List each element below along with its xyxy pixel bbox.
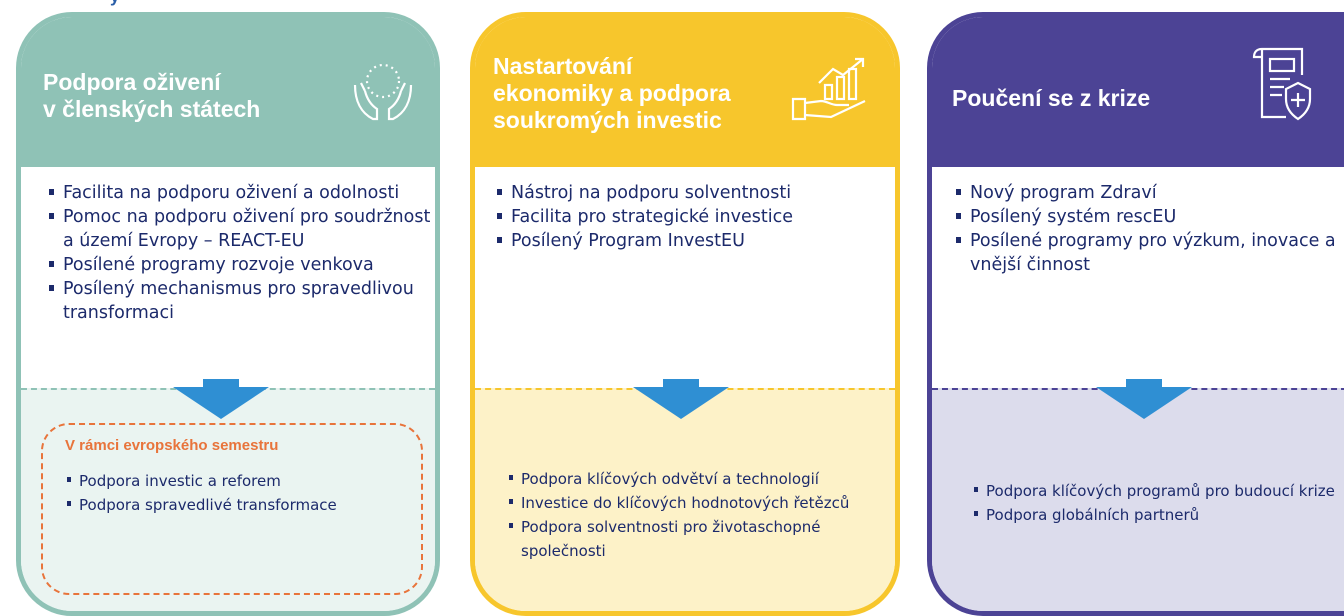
column-header: Podpora oživení v členských státech <box>21 17 435 167</box>
measures-list: Nový program Zdraví Posílený systém resc… <box>954 181 1344 277</box>
list-item: Podpora investic a reforem <box>65 469 415 493</box>
list-item: Podpora klíčových odvětví a technologií <box>507 467 887 491</box>
column-header: Poučení se z krize <box>932 17 1344 167</box>
list-item: Investice do klíčových hodnotových řetěz… <box>507 491 887 515</box>
support-list: Podpora klíčových programů pro budoucí k… <box>972 479 1342 527</box>
down-arrow-icon <box>633 379 729 419</box>
semester-box: V rámci evropského semestru Podpora inve… <box>41 423 423 595</box>
hands-eu-stars-icon <box>347 57 419 133</box>
list-item: Facilita na podporu oživení a odolnosti <box>47 181 435 205</box>
column-title: Poučení se z krize <box>952 85 1151 111</box>
lower-section <box>21 388 435 611</box>
list-item: Posílené programy pro výzkum, inovace a … <box>954 229 1344 277</box>
list-item: Posílený systém rescEU <box>954 205 1344 229</box>
list-item: Podpora globálních partnerů <box>972 503 1342 527</box>
column-lessons-from-crisis: Poučení se z krize Nový program Zdraví P… <box>927 12 1344 616</box>
down-arrow-icon <box>173 379 269 419</box>
support-list: Podpora klíčových odvětví a technologií … <box>507 467 887 563</box>
measures-list: Nástroj na podporu solventnosti Facilita… <box>495 181 885 253</box>
column-title: Podpora oživení v členských státech <box>43 69 261 122</box>
column-title: Nastartování ekonomiky a podpora soukrom… <box>493 53 731 133</box>
list-item: Pomoc na podporu oživení pro soudržnost … <box>47 205 435 253</box>
list-item: Posílený mechanismus pro spravedlivou tr… <box>47 277 435 325</box>
measures-list: Facilita na podporu oživení a odolnosti … <box>47 181 435 325</box>
column-recovery-member-states: Podpora oživení v členských státech Faci… <box>16 12 440 616</box>
semester-title: V rámci evropského semestru <box>65 437 279 454</box>
column-header: Nastartování ekonomiky a podpora soukrom… <box>475 17 895 167</box>
column-economy-private-investment: Nastartování ekonomiky a podpora soukrom… <box>470 12 900 616</box>
list-item: Podpora klíčových programů pro budoucí k… <box>972 479 1342 503</box>
list-item: Podpora spravedlivé transformace <box>65 493 415 517</box>
list-item: Podpora solventnosti pro životaschopné s… <box>507 515 887 563</box>
lower-section <box>475 388 895 611</box>
list-item: Facilita pro strategické investice <box>495 205 885 229</box>
list-item: Posílený Program InvestEU <box>495 229 885 253</box>
semester-list: Podpora investic a reforem Podpora sprav… <box>65 469 415 517</box>
cropped-heading-fragment: y <box>110 0 119 7</box>
list-item: Nástroj na podporu solventnosti <box>495 181 885 205</box>
health-document-shield-icon <box>1250 47 1314 127</box>
lower-section <box>932 388 1344 611</box>
list-item: Nový program Zdraví <box>954 181 1344 205</box>
list-item: Posílené programy rozvoje venkova <box>47 253 435 277</box>
hand-growth-chart-icon <box>791 55 875 127</box>
down-arrow-icon <box>1096 379 1192 419</box>
